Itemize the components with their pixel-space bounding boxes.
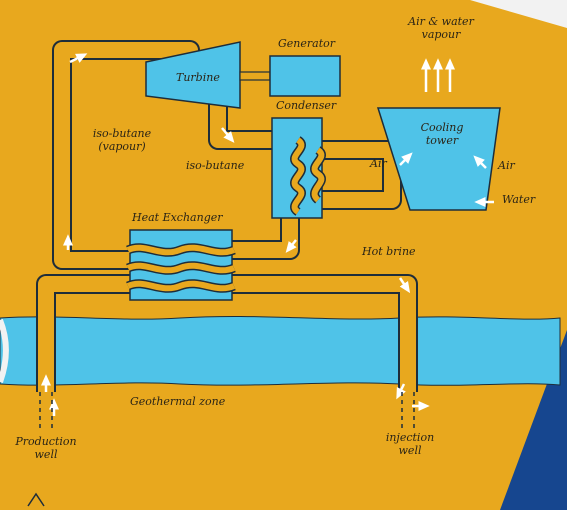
band-edge (0, 318, 9, 384)
flow-arrow-icon (285, 239, 297, 253)
flow-arrows (41, 53, 494, 416)
flow-arrow-icon (398, 277, 411, 294)
well-lines (39, 392, 415, 430)
vapour-output-label: Air & water vapour (408, 15, 474, 41)
turbine (145, 41, 241, 109)
vapour-arrows (421, 58, 455, 92)
cooling-tower-label: Cooling tower (420, 121, 464, 147)
turbine-label: Turbine (176, 71, 220, 84)
flow-arrow-icon (399, 152, 413, 166)
sign-edge-top (470, 0, 567, 28)
flow-arrow-icon (221, 127, 235, 143)
air-right-label: Air (498, 159, 515, 172)
condenser-label: Condenser (276, 99, 337, 112)
generator (269, 55, 341, 97)
geothermal-band (0, 315, 561, 386)
isobutane-vapour-label: iso-butane (vapour) (92, 127, 152, 153)
injection-well-label: injection well (385, 431, 435, 457)
heat-exchanger-waves (126, 243, 236, 293)
flow-arrow-icon (396, 383, 406, 400)
water-label: Water (502, 193, 536, 206)
hot-brine-label: Hot brine (362, 245, 416, 258)
isobutane-label: iso-butane (186, 159, 245, 172)
geothermal-zone-label: Geothermal zone (130, 395, 226, 408)
corner-triangle-icon (27, 492, 45, 507)
generator-label: Generator (278, 37, 336, 50)
cooling-water-pipe (318, 140, 402, 210)
flow-arrow-icon (69, 53, 88, 64)
cooling-tower (376, 107, 501, 211)
production-well-label: Production well (15, 435, 77, 461)
heat-exchanger-label: Heat Exchanger (132, 211, 223, 224)
air-left-label: Air (370, 157, 387, 170)
flow-arrow-icon (473, 155, 487, 169)
turbine-shaft (239, 71, 271, 81)
